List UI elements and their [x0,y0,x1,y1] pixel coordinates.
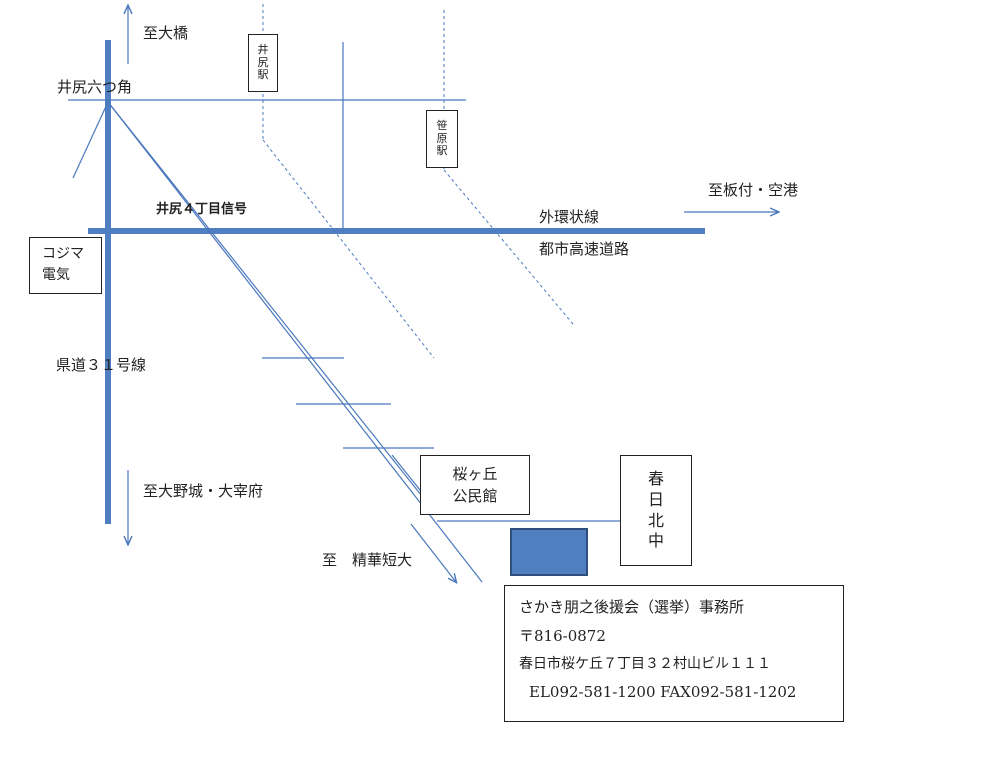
kominkan-line-1: 桜ヶ丘 [452,464,498,483]
office-location-marker [510,528,588,576]
sasabaru-station-char-2: 原 [436,131,448,145]
ijiri-station-char-1: 井 [257,43,269,57]
kojima-denki-box: コジマ 電気 [29,237,102,294]
office-info-box: さかき朋之後援会（選挙）事務所 〒816-0872 春日市桜ケ丘７丁目３２村山ビ… [504,585,844,722]
label-kendo-31: 県道３１号線 [56,356,147,374]
kitachu-char-1: 春 [647,468,664,488]
label-ijiri-mutsukado: 井尻六つ角 [57,78,133,96]
sasabaru-station-char-1: 笹 [436,119,448,133]
office-name: さかき朋之後援会（選挙）事務所 [519,598,745,616]
label-gaikanjosen: 外環状線 [539,208,600,226]
sasabaru-station-char-3: 駅 [436,144,448,158]
kasuga-kitachu-box: 春 日 北 中 [620,455,692,566]
office-postal: 〒816-0872 [519,627,606,645]
kominkan-line-2: 公民館 [452,487,498,505]
label-toshi-kosoku: 都市高速道路 [539,240,630,258]
ijiri-station-char-2: 尻 [257,55,269,69]
kojima-denki-line-2: 電気 [42,267,70,283]
sakuragaoka-kominkan-box: 桜ヶ丘 公民館 [420,455,530,515]
kitachu-char-2: 日 [647,489,664,509]
ijiri-station-char-3: 駅 [257,68,269,82]
office-address: 春日市桜ケ丘７丁目３２村山ビル１１１ [519,656,771,672]
diagonal-road-b [107,101,483,583]
label-to-ohashi: 至大橋 [143,24,189,42]
office-phone-fax: EL092-581-1200 FAX092-581-1202 [529,683,797,701]
label-to-itazuke-airport: 至板付・空港 [708,181,799,199]
arrow-to-seika [410,523,456,582]
railway-ijiri-diagonal [262,139,435,359]
label-to-seika-tandai: 至 精華短大 [322,551,413,569]
label-ijiri-4chome-signal: 井尻４丁目信号 [156,202,248,217]
ijiri-station-box: 井 尻 駅 [248,34,278,92]
label-to-onojo-dazaifu: 至大野城・大宰府 [143,482,264,500]
kitachu-char-3: 北 [647,510,664,530]
sasabaru-station-box: 笹 原 駅 [426,110,458,168]
kojima-denki-line-1: コジマ [42,246,84,262]
kitachu-char-4: 中 [647,531,664,551]
diagonal-road-a [107,101,438,516]
mutsukado-branch-road [72,101,109,179]
